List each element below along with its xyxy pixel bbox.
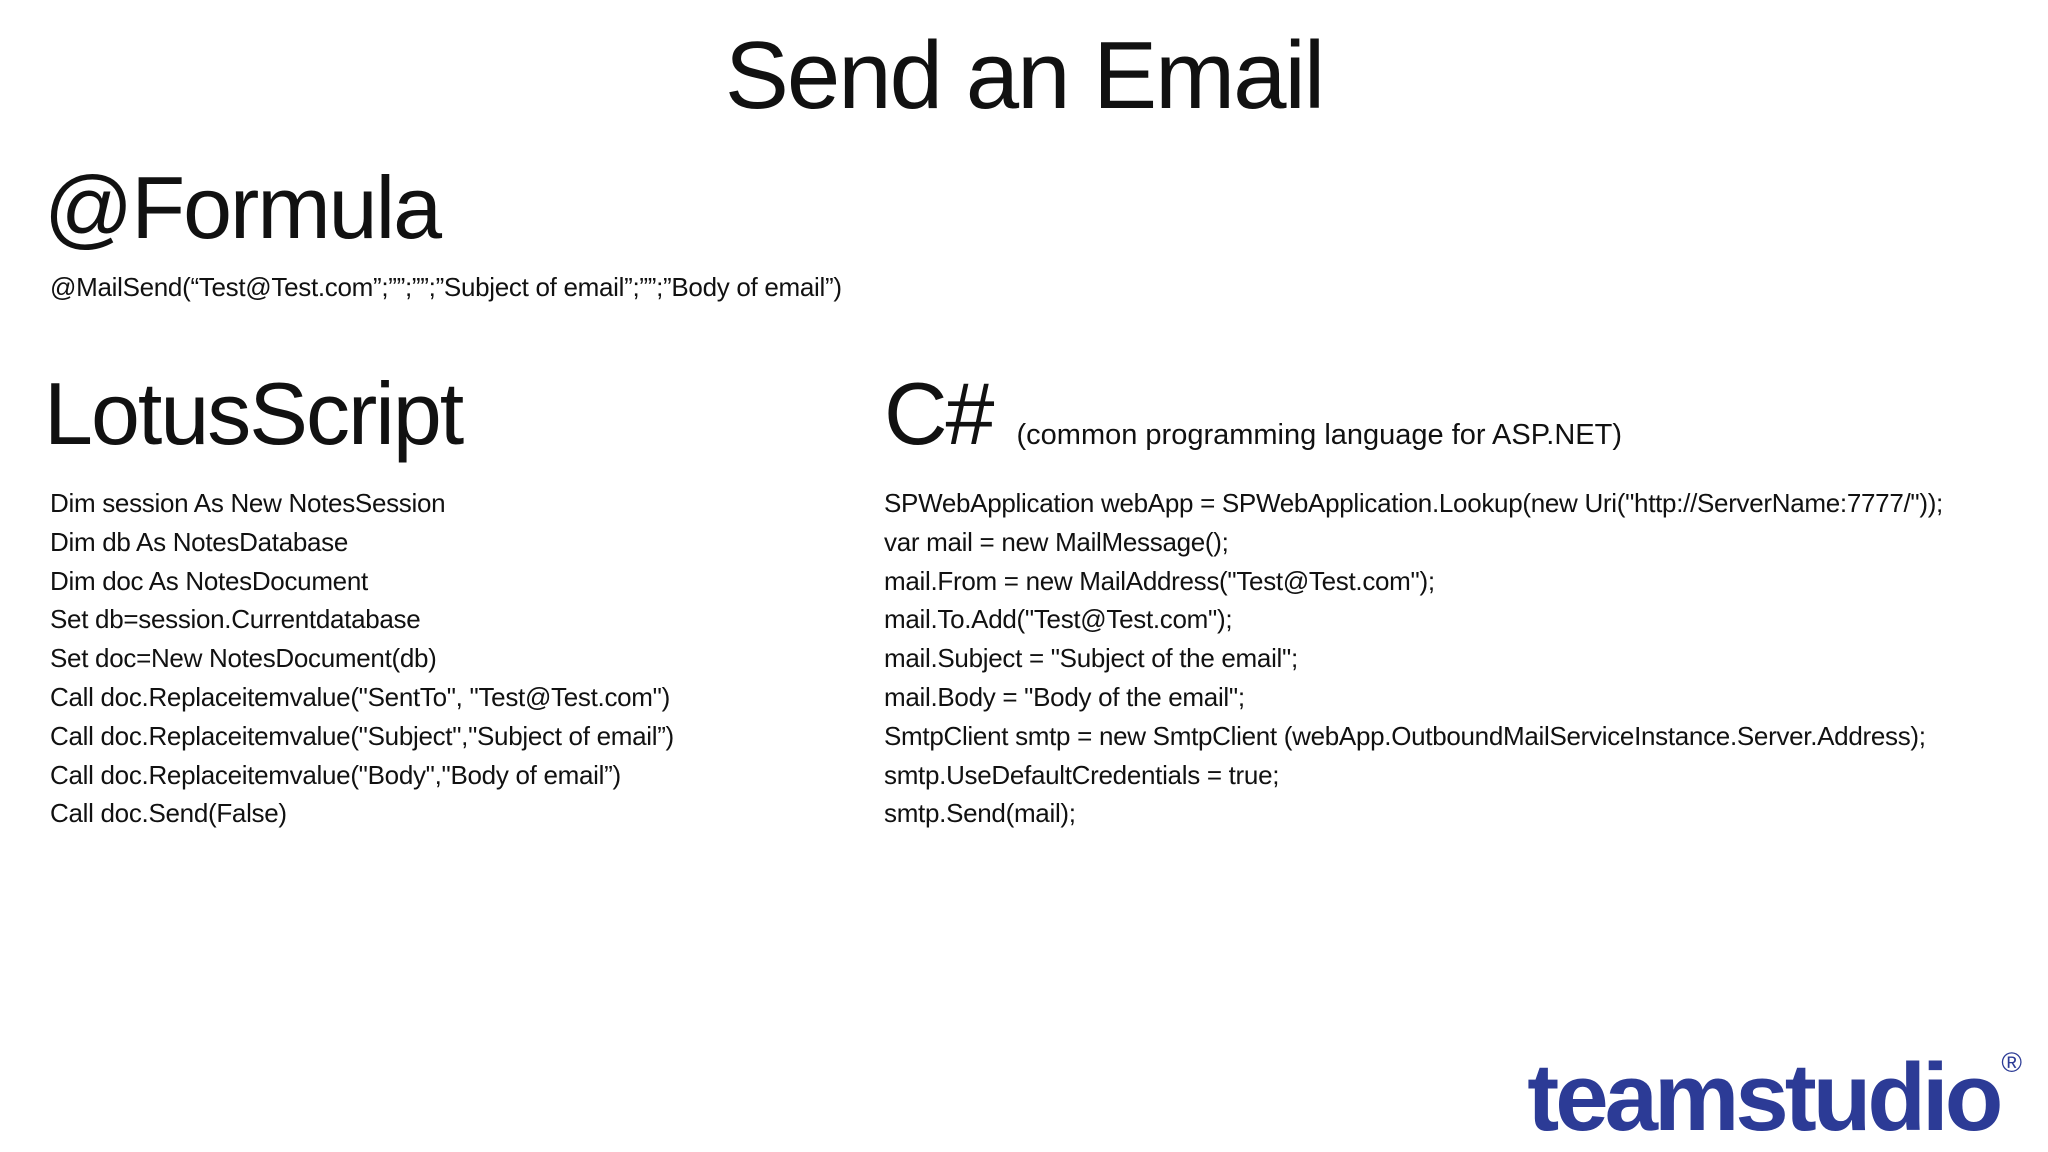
csharp-code-line: mail.To.Add("Test@Test.com"); — [884, 604, 1233, 635]
lotusscript-code-line: Call doc.Replaceitemvalue("Body","Body o… — [50, 759, 621, 790]
lotusscript-code-line: Call doc.Replaceitemvalue("Subject","Sub… — [50, 720, 674, 751]
csharp-code-line: smtp.Send(mail); — [884, 798, 1076, 829]
lotusscript-code-line: Set doc=New NotesDocument(db) — [50, 643, 437, 674]
registered-trademark-icon: ® — [2001, 1047, 2022, 1079]
lotusscript-code-line: Call doc.Send(False) — [50, 798, 287, 829]
csharp-code-line: var mail = new MailMessage(); — [884, 526, 1229, 557]
csharp-code-block: SPWebApplication webApp = SPWebApplicati… — [884, 484, 1943, 833]
csharp-code-line: SPWebApplication webApp = SPWebApplicati… — [884, 488, 1943, 518]
csharp-code-line: smtp.UseDefaultCredentials = true; — [884, 759, 1280, 790]
csharp-heading-subtitle: (common programming language for ASP.NET… — [1016, 419, 1623, 451]
formula-code-block: @MailSend(“Test@Test.com”;””;””;”Subject… — [50, 268, 842, 307]
lotusscript-code-line: Dim doc As NotesDocument — [50, 565, 368, 596]
teamstudio-logo: teamstudio® — [1527, 1044, 2022, 1152]
teamstudio-logo-text: teamstudio — [1527, 1044, 2003, 1152]
lotusscript-code-line: Dim db As NotesDatabase — [50, 526, 349, 557]
lotusscript-code-block: Dim session As New NotesSession Dim db A… — [50, 484, 674, 833]
formula-section-heading: @Formula — [44, 158, 442, 257]
csharp-code-line: mail.Subject = "Subject of the email"; — [884, 643, 1298, 674]
lotusscript-code-line: Dim session As New NotesSession — [50, 488, 446, 518]
csharp-code-line: mail.Body = "Body of the email"; — [884, 681, 1245, 712]
csharp-heading-text: C# — [884, 364, 994, 463]
formula-code-line: @MailSend(“Test@Test.com”;””;””;”Subject… — [50, 272, 842, 302]
csharp-code-line: SmtpClient smtp = new SmtpClient (webApp… — [884, 720, 1926, 751]
lotusscript-code-line: Call doc.Replaceitemvalue("SentTo", "Tes… — [50, 681, 670, 712]
slide-title: Send an Email — [724, 22, 1325, 129]
csharp-code-line: mail.From = new MailAddress("Test@Test.c… — [884, 565, 1435, 596]
lotusscript-code-line: Set db=session.Currentdatabase — [50, 604, 421, 635]
csharp-section-heading: C# (common programming language for ASP.… — [884, 364, 1623, 463]
lotusscript-section-heading: LotusScript — [44, 364, 464, 463]
